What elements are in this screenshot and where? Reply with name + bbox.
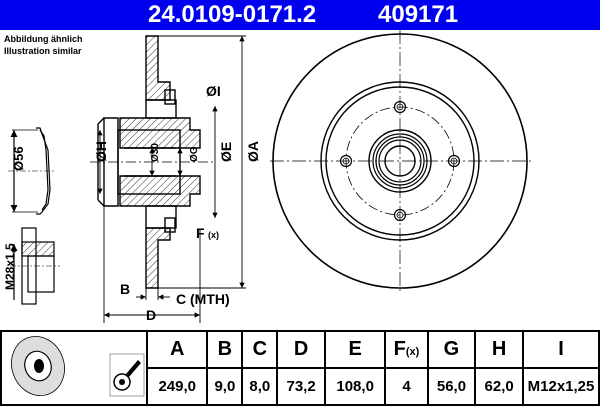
part-number: 24.0109-0171.2	[148, 1, 317, 28]
label-dia-E: ØE	[218, 142, 234, 162]
label-dia-30: Ø30	[150, 143, 161, 162]
dust-cap-detail	[8, 127, 56, 215]
header-F-sub: (x)	[405, 346, 420, 358]
label-F: F	[196, 225, 205, 241]
header-I: I	[522, 330, 600, 369]
value-I: M12x1,25	[522, 367, 600, 406]
header-A: A	[145, 330, 209, 369]
value-E: 108,0	[323, 367, 387, 406]
note-line-de: Abbildung ähnlich	[4, 34, 83, 44]
value-H: 62,0	[474, 367, 524, 406]
disc-thumbnail-icon	[11, 336, 145, 397]
header-G: G	[426, 330, 477, 369]
axle-nut-detail	[10, 227, 60, 305]
value-A: 249,0	[145, 367, 209, 406]
value-C: 8,0	[241, 367, 279, 406]
label-D: D	[146, 307, 156, 323]
value-G: 56,0	[426, 367, 477, 406]
value-F: 4	[384, 367, 429, 406]
label-dia-H: ØH	[93, 141, 109, 162]
product-thumbnail-cell	[0, 330, 148, 406]
label-dia-G: ØG	[189, 146, 200, 162]
header-B: B	[206, 330, 244, 369]
label-F-sub: (x)	[208, 230, 219, 240]
label-dia-I: ØI	[206, 83, 221, 99]
label-C: C (MTH)	[176, 291, 230, 307]
technical-drawing: ØI ØH Ø30 ØG ØE ØA F (x) B C (MTH) D Ø56…	[3, 30, 532, 323]
label-dia-56: Ø56	[11, 146, 26, 171]
illustration-note: Abbildung ähnlich Illustration similar	[4, 33, 83, 57]
header-F: F(x)	[384, 330, 429, 369]
label-dia-A: ØA	[245, 141, 261, 162]
header-E: E	[323, 330, 387, 369]
header-D: D	[276, 330, 326, 369]
title-bar: 24.0109-0171.2 409171	[0, 0, 600, 30]
header-H: H	[474, 330, 524, 369]
label-thread: M28x1,5	[3, 243, 17, 290]
note-line-en: Illustration similar	[4, 46, 82, 56]
header-C: C	[241, 330, 279, 369]
label-B: B	[120, 281, 130, 297]
value-D: 73,2	[276, 367, 326, 406]
front-view	[270, 30, 532, 292]
header-F-label: F	[393, 338, 406, 360]
reference-number: 409171	[378, 1, 459, 28]
dimension-table: A B C D E F(x) G H I 249,0 9,0 8,0 73,2 …	[0, 330, 600, 406]
value-B: 9,0	[206, 367, 244, 406]
